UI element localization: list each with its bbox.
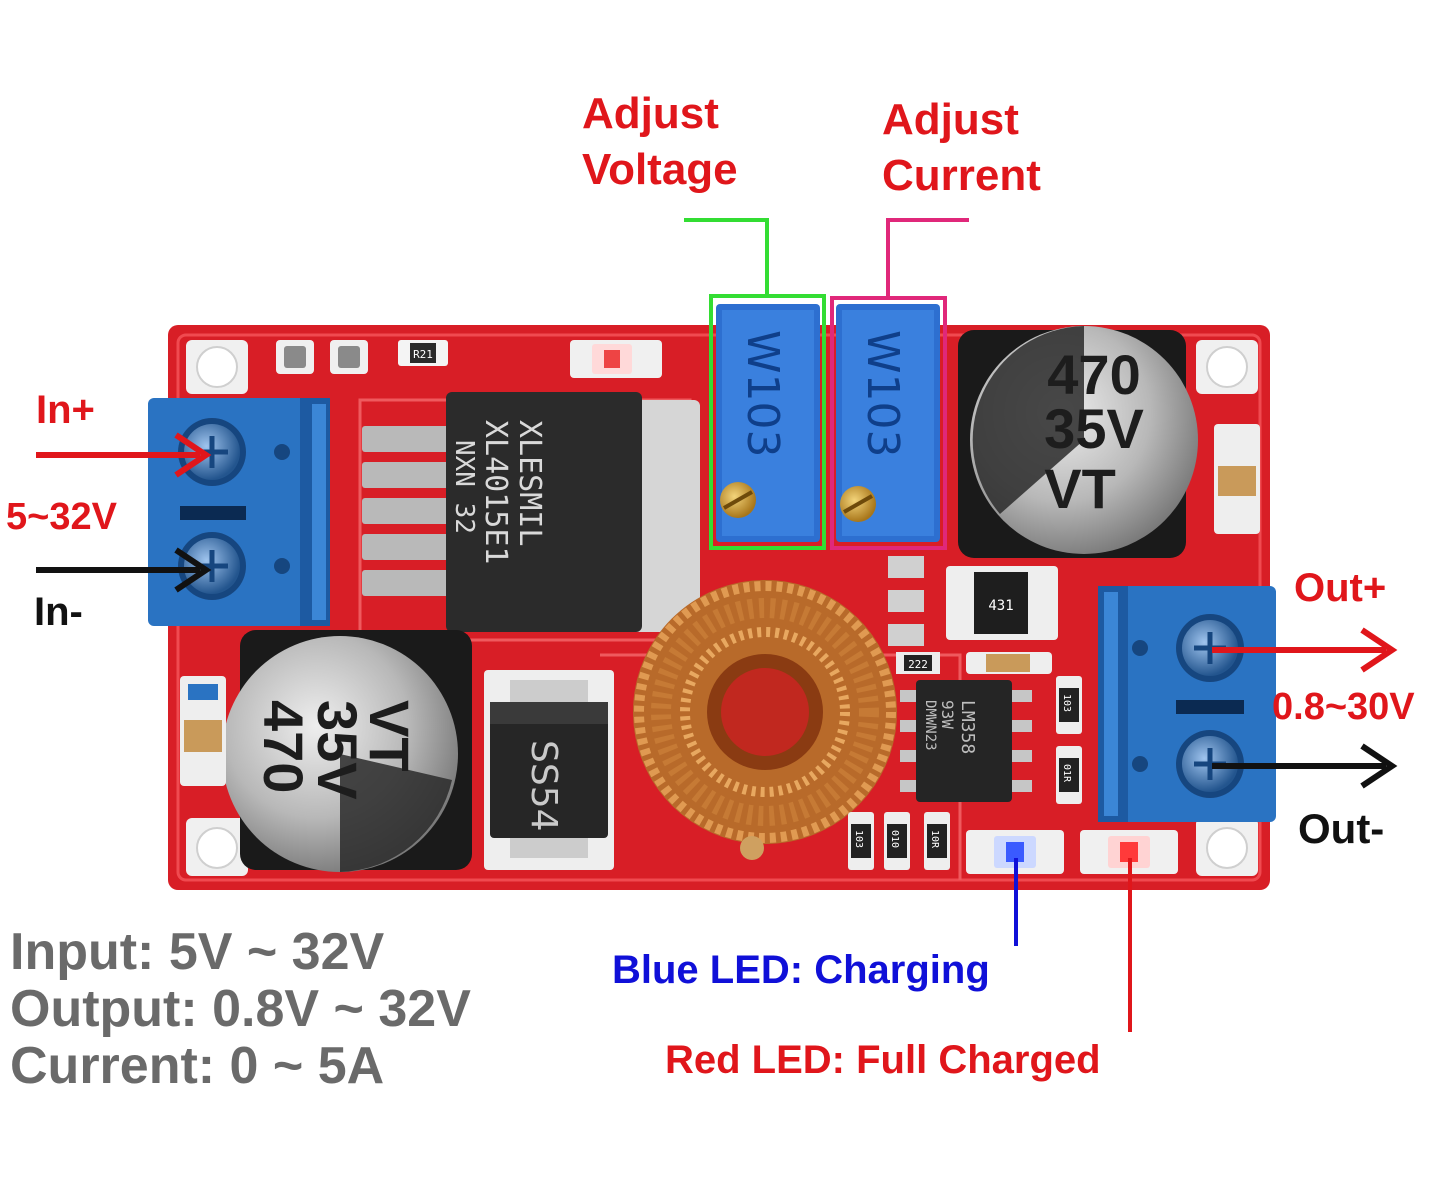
in-plus-label: In+ xyxy=(36,388,95,432)
out-plus-label: Out+ xyxy=(1294,566,1387,610)
adjust-voltage-label: Adjust Voltage xyxy=(582,86,738,198)
svg-text:SS54: SS54 xyxy=(523,740,564,832)
svg-text:103: 103 xyxy=(853,830,864,848)
in-minus-arrow xyxy=(36,547,212,593)
out-plus-arrow xyxy=(1212,627,1398,673)
small-smd-parts: 431 222 xyxy=(888,556,1058,674)
spec-output: Output: 0.8V ~ 32V xyxy=(10,980,471,1038)
adjust-current-label: Adjust Current xyxy=(882,92,1041,204)
adjust-current-line2: Current xyxy=(882,151,1041,200)
svg-text:DMWN23: DMWN23 xyxy=(922,700,938,751)
svg-text:93W: 93W xyxy=(938,700,957,729)
svg-text:222: 222 xyxy=(908,658,928,671)
capacitor-bottom-left: 470 35V VT xyxy=(222,630,472,872)
svg-text:35V: 35V xyxy=(306,700,369,800)
voltage-marker xyxy=(684,218,826,550)
input-terminal-block xyxy=(148,398,330,626)
in-plus-arrow xyxy=(36,432,212,478)
spec-current: Current: 0 ~ 5A xyxy=(10,1037,385,1095)
svg-text:470: 470 xyxy=(252,700,315,793)
voltage-trimmer: W103 xyxy=(716,304,820,542)
output-range-label: 0.8~30V xyxy=(1272,686,1415,728)
schottky-diode: SS54 xyxy=(484,670,614,870)
right-smd-capacitors xyxy=(1214,424,1260,534)
svg-text:01R: 01R xyxy=(1061,764,1072,783)
output-terminal-block xyxy=(1098,586,1276,822)
input-range-label: 5~32V xyxy=(6,496,117,538)
blue-led-label: Blue LED: Charging xyxy=(612,948,990,992)
svg-text:10R: 10R xyxy=(929,830,940,849)
svg-text:W103: W103 xyxy=(737,330,788,458)
svg-text:W103: W103 xyxy=(857,330,908,458)
out-minus-label: Out- xyxy=(1298,805,1385,852)
svg-text:35V: 35V xyxy=(1044,397,1144,460)
top-pads: R21 xyxy=(276,340,448,374)
svg-text:VT: VT xyxy=(1044,457,1116,520)
svg-text:LM358: LM358 xyxy=(957,700,978,754)
toroid-inductor xyxy=(633,580,897,860)
out-minus-arrow xyxy=(1212,743,1398,789)
opamp-ic: LM358 93W DMWN23 xyxy=(900,680,1032,802)
regulator-ic: XLESMIL XL4015E1 NXN 32 xyxy=(362,392,700,632)
capacitor-top-right: 470 35V VT xyxy=(958,326,1198,558)
current-marker xyxy=(830,218,969,550)
adjust-voltage-line2: Voltage xyxy=(582,145,738,194)
specs-block: Input: 5V ~ 32V Output: 0.8V ~ 32V Curre… xyxy=(10,924,471,1095)
adjust-voltage-line1: Adjust xyxy=(582,89,719,138)
svg-text:470: 470 xyxy=(1047,343,1140,406)
svg-text:103: 103 xyxy=(1061,694,1072,712)
bottom-resistors: 103 010 10R 103 01R xyxy=(848,676,1082,870)
svg-text:R21: R21 xyxy=(413,348,433,361)
svg-text:NXN 32: NXN 32 xyxy=(449,440,479,534)
svg-text:XL4015E1: XL4015E1 xyxy=(478,420,513,565)
status-leds xyxy=(966,830,1178,874)
adjust-current-line1: Adjust xyxy=(882,95,1019,144)
mounting-holes xyxy=(186,340,1258,876)
in-minus-label: In- xyxy=(34,590,83,634)
svg-text:431: 431 xyxy=(988,598,1013,614)
red-led-label: Red LED: Full Charged xyxy=(665,1038,1101,1082)
svg-text:XLESMIL: XLESMIL xyxy=(512,420,547,546)
left-smd-capacitor xyxy=(180,676,226,786)
svg-text:010: 010 xyxy=(889,830,900,848)
spec-input: Input: 5V ~ 32V xyxy=(10,923,385,981)
current-trimmer: W103 xyxy=(836,304,940,542)
top-led xyxy=(570,340,662,378)
svg-text:VT: VT xyxy=(358,700,421,772)
